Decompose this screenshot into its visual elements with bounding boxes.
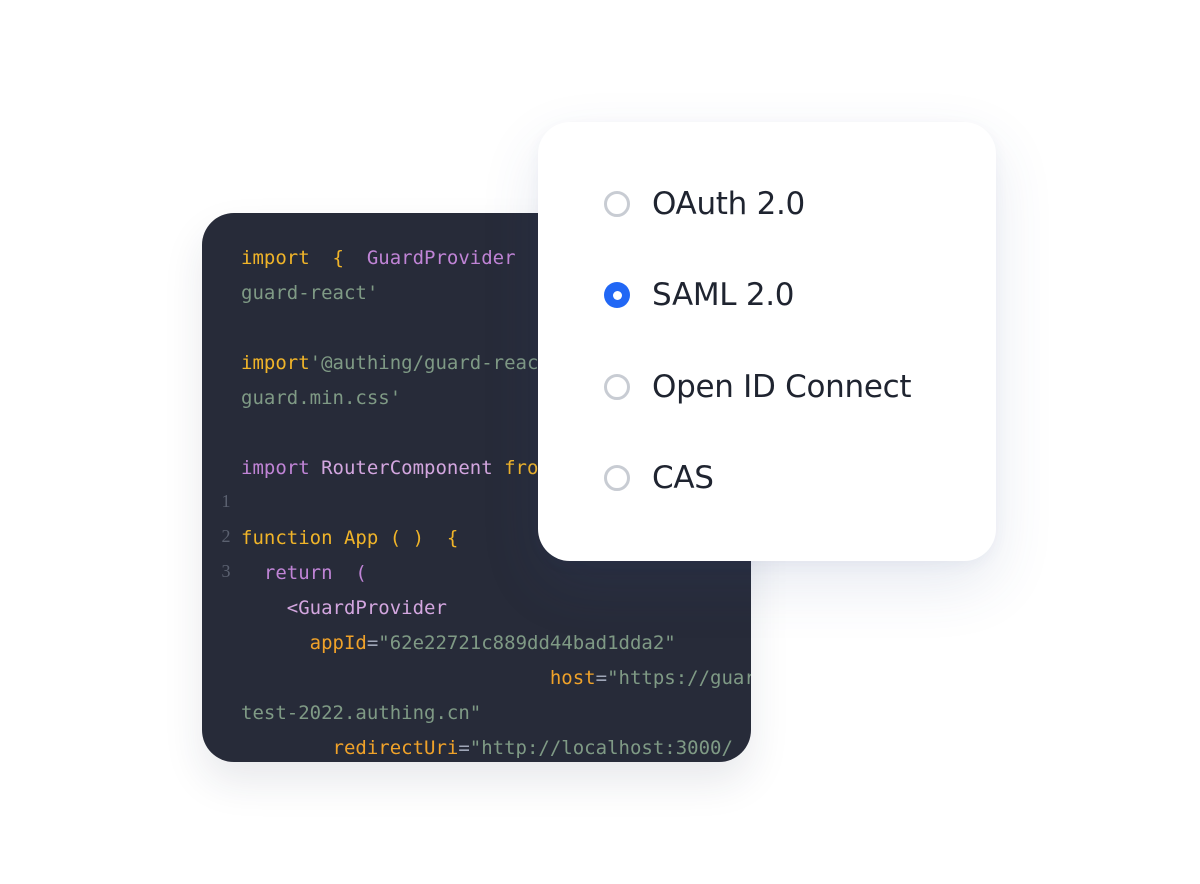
code-token: ( ) (378, 527, 436, 549)
radio-dot-icon (612, 290, 622, 300)
code-token: guard.min.css' (241, 387, 402, 409)
code-line-text: guard.min.css' (241, 383, 401, 413)
radio-option-oidc[interactable]: Open ID Connect (604, 367, 912, 407)
code-token: appId (241, 632, 367, 654)
code-line-text: return ( (241, 558, 367, 588)
code-token: RouterComponent (321, 457, 505, 479)
code-line-text: redirectUri="http://localhost:3000/ (241, 733, 733, 762)
code-token: { (309, 247, 356, 269)
code-token: GuardProvider (355, 247, 527, 269)
radio-label: CAS (652, 460, 714, 496)
code-token: "https://guard- (607, 667, 751, 689)
code-token: = (366, 632, 379, 654)
line-number: 2 (221, 526, 231, 546)
code-token: import (241, 352, 310, 374)
code-token: redirectUri (241, 737, 459, 759)
radio-option-saml[interactable]: SAML 2.0 (604, 275, 795, 315)
code-token: function (241, 527, 344, 549)
radio-checked-icon[interactable] (604, 282, 630, 308)
radio-label: SAML 2.0 (652, 277, 795, 313)
line-number: 1 (221, 491, 231, 511)
code-line-text: guard-react' (241, 278, 378, 308)
radio-label: Open ID Connect (652, 369, 912, 405)
code-token: = (458, 737, 470, 759)
code-token: = (595, 667, 608, 689)
code-token: import (241, 247, 310, 269)
code-token: guard-react' (241, 282, 379, 304)
radio-option-oauth[interactable]: OAuth 2.0 (604, 184, 805, 224)
radio-unchecked-icon[interactable] (604, 465, 630, 491)
code-token: App (343, 527, 379, 549)
code-token: ( (343, 562, 367, 584)
code-token: host (241, 667, 596, 689)
radio-label: OAuth 2.0 (652, 186, 805, 222)
code-line-text: <GuardProvider (241, 593, 447, 623)
code-token: import (241, 457, 322, 479)
code-token: { (435, 527, 459, 549)
code-token: test-2022.authing.cn" (241, 702, 482, 724)
code-line-text: function App ( ) { (241, 523, 458, 553)
code-token: "62e22721c889dd44bad1dda2" (378, 632, 676, 654)
code-token: "http://localhost:3000/ (469, 737, 733, 759)
code-line-text: import { GuardProvider } (241, 243, 550, 273)
code-line-text: appId="62e22721c889dd44bad1dda2" (241, 628, 676, 658)
line-number: 3 (221, 561, 231, 581)
code-line-text: test-2022.authing.cn" (241, 698, 481, 728)
code-token: <GuardProvider (241, 597, 447, 619)
radio-unchecked-icon[interactable] (604, 374, 630, 400)
radio-option-cas[interactable]: CAS (604, 458, 714, 498)
code-line-text: host="https://guard- (241, 663, 751, 693)
protocol-selector-card: OAuth 2.0 SAML 2.0 Open ID Connect CAS (538, 122, 996, 561)
code-token: return (241, 562, 344, 584)
radio-unchecked-icon[interactable] (604, 191, 630, 217)
